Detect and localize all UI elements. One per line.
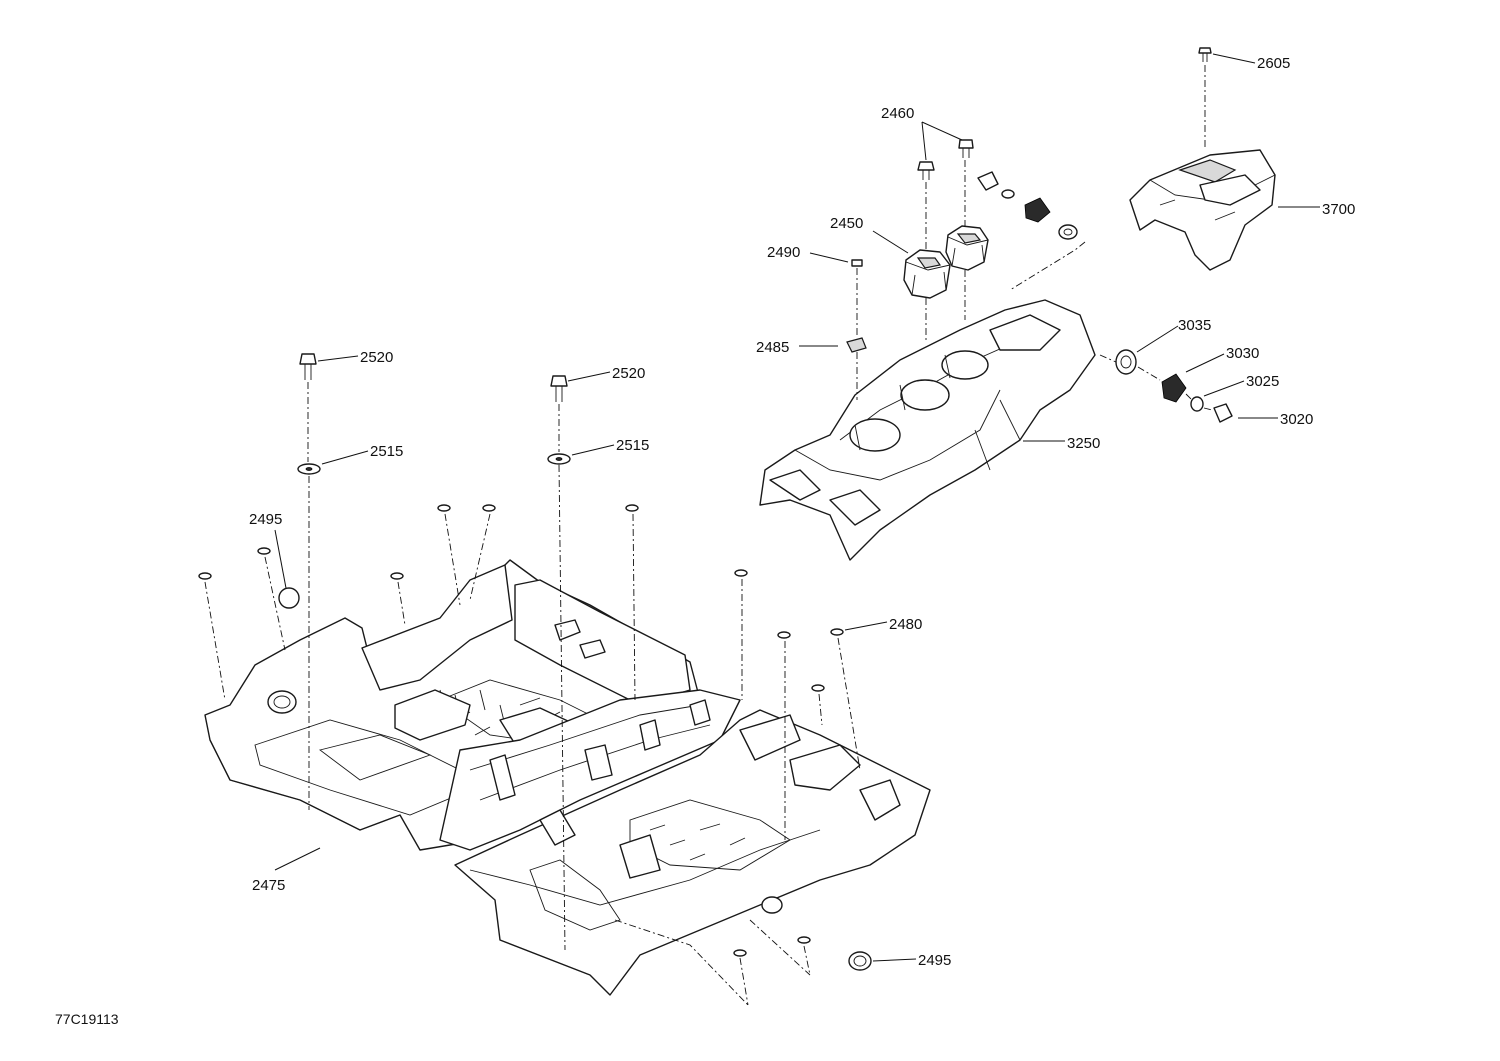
assembly-lines (204, 65, 1213, 1006)
floor-pan (204, 559, 931, 996)
callout-2520-right: 2520 (612, 365, 645, 382)
callout-2520-left: 2520 (360, 349, 393, 366)
callout-2495-bottom: 2495 (918, 952, 951, 969)
callout-2480: 2480 (889, 616, 922, 633)
callout-3030: 3030 (1226, 345, 1259, 362)
center-console (759, 299, 1096, 561)
callout-3020: 3020 (1280, 411, 1313, 428)
console-cover (1129, 149, 1276, 271)
callout-2450: 2450 (830, 215, 863, 232)
cup-holder-inserts (903, 225, 989, 299)
callout-2485: 2485 (756, 339, 789, 356)
callout-2605: 2605 (1257, 55, 1290, 72)
callout-2475: 2475 (252, 877, 285, 894)
hardware (198, 47, 1233, 971)
leader-lines (274, 53, 1320, 962)
callout-2460: 2460 (881, 105, 914, 122)
callout-3035: 3035 (1178, 317, 1211, 334)
callout-2515-left: 2515 (370, 443, 403, 460)
callout-2495-top: 2495 (249, 511, 282, 528)
callout-3025: 3025 (1246, 373, 1279, 390)
callout-2490: 2490 (767, 244, 800, 261)
callout-3250: 3250 (1067, 435, 1100, 452)
callout-3700: 3700 (1322, 201, 1355, 218)
callout-labels: 2605 2460 3700 2450 2490 2485 3035 3030 … (55, 55, 1355, 1027)
drawing-code: 77C19113 (55, 1011, 119, 1027)
callout-2515-right: 2515 (616, 437, 649, 454)
